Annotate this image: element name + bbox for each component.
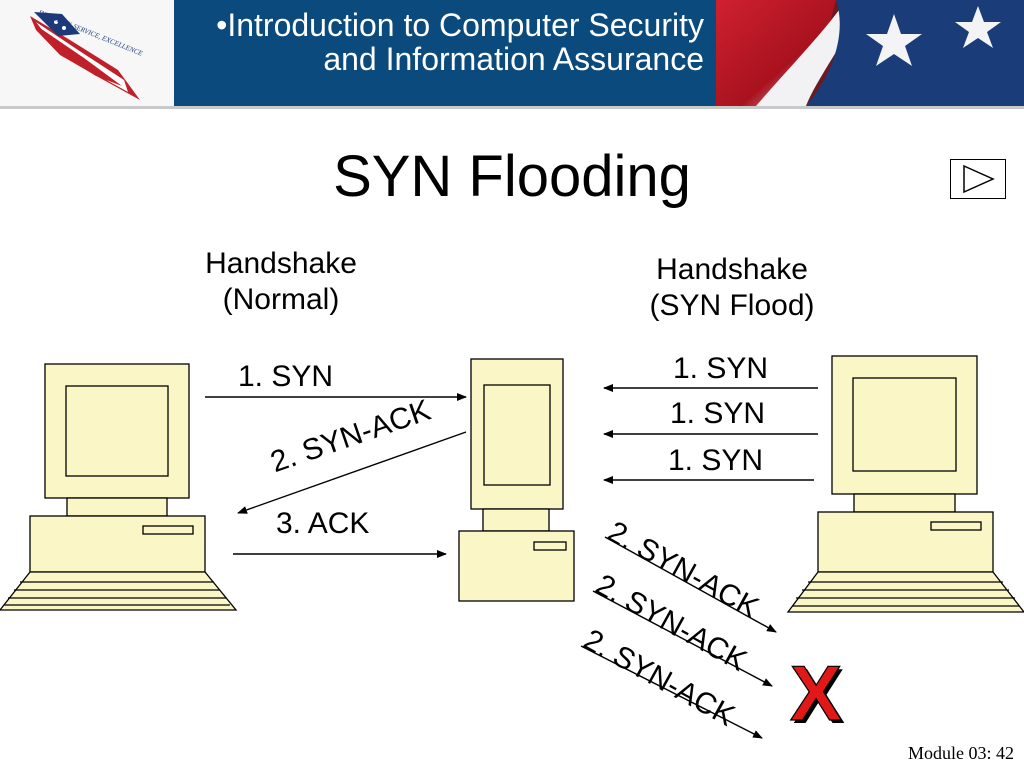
caption-flood: Handshake (SYN Flood) [622, 252, 842, 324]
label-syn-normal: 1. SYN [238, 360, 334, 393]
label-ack-normal: 3. ACK [276, 507, 370, 540]
label-syn-flood-3: 1. SYN [668, 444, 764, 477]
header-divider [0, 106, 1024, 109]
caption-normal-line-1: Handshake [205, 247, 357, 280]
attacker-computer-icon [786, 355, 1024, 613]
slide-title: SYN Flooding [333, 144, 691, 209]
label-syn-flood-2: 1. SYN [670, 397, 766, 430]
fail-x-icon: X X [778, 648, 850, 740]
client-computer-icon [0, 363, 238, 611]
arrow-synack-flood-3 [580, 645, 763, 739]
header-title-line-1: •Introduction to Computer Security [216, 7, 704, 43]
logo-flag-emblem: INTEGRITY, SERVICE, EXCELLENCE [30, 8, 144, 100]
header-logo-panel: INTEGRITY, SERVICE, EXCELLENCE [0, 0, 174, 106]
slide-footer: Module 03: 42 [908, 743, 1014, 763]
header-course-title: •Introduction to Computer Security and I… [180, 8, 704, 76]
next-slide-button[interactable] [950, 159, 1006, 199]
caption-flood-line-2: (SYN Flood) [649, 289, 815, 322]
server-tower-icon [458, 358, 575, 602]
arrow-synack-normal [237, 431, 467, 514]
play-triangle-icon [963, 164, 995, 194]
arrow-synack-flood-1 [604, 536, 777, 633]
caption-normal-line-2: (Normal) [222, 283, 340, 316]
caption-normal: Handshake (Normal) [181, 246, 381, 318]
label-syn-flood-1: 1. SYN [673, 352, 769, 385]
header-flag-image [716, 0, 1024, 106]
header-title-line-2: and Information Assurance [323, 41, 704, 77]
arrow-synack-flood-2 [592, 590, 773, 687]
fail-x-mark: X [790, 652, 842, 724]
caption-flood-line-1: Handshake [656, 253, 808, 286]
header-band [174, 0, 716, 106]
